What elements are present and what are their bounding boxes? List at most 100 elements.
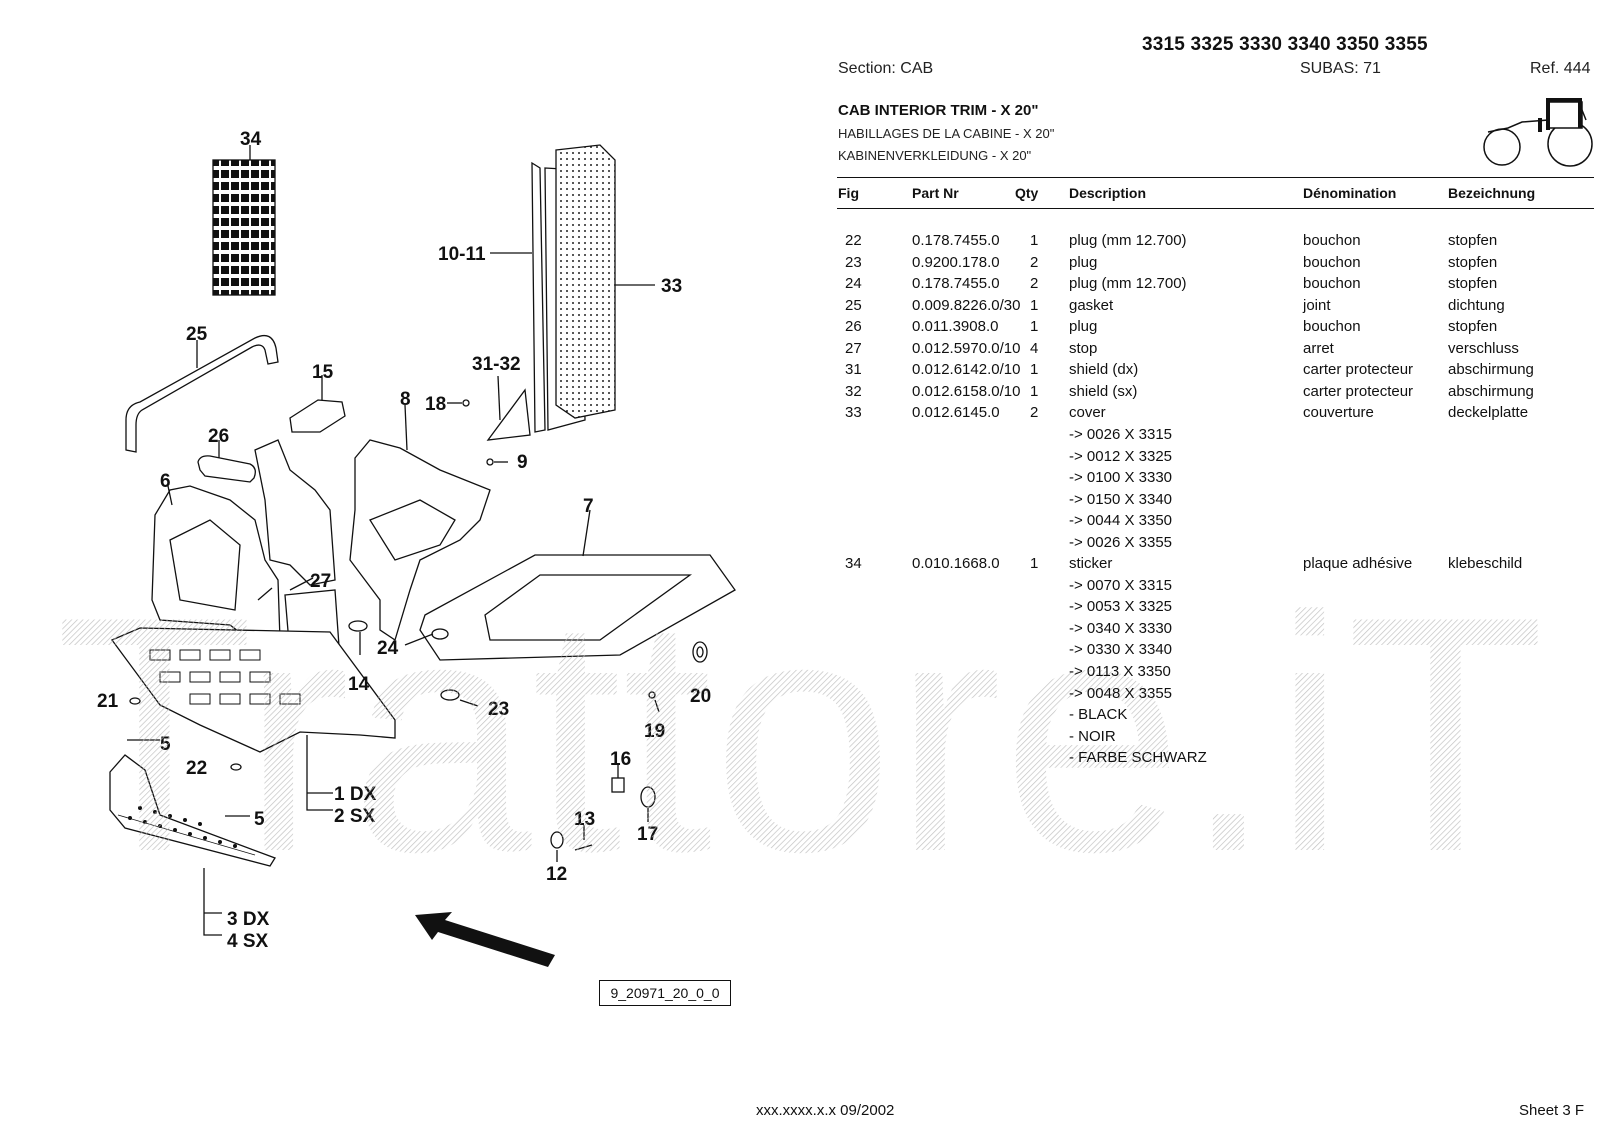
cell-fr: carter protecteur [1303,382,1414,400]
cell-fr: joint [1303,296,1331,314]
callout-20: 20 [690,686,711,707]
callout-31-32: 31-32 [472,354,521,375]
cell-qty: 2 [1030,275,1039,293]
callout-21: 21 [97,691,119,712]
tractor-icon [1483,98,1593,167]
callout-33: 33 [661,276,682,297]
cell-fig: 33 [845,404,862,422]
subas-label: SUBAS: 71 [1300,60,1381,77]
cell-part: 0.178.7455.0 [912,275,1000,293]
cell-desc: -> 0026 X 3315 [1069,425,1173,443]
cell-de: verschluss [1448,339,1519,357]
table-row: -> 0340 X 3330 [0,620,1600,641]
cell-desc: gasket [1069,296,1114,314]
table-row: -> 0053 X 3325 [0,598,1600,619]
cell-fig: 27 [845,339,862,357]
cell-fr: bouchon [1303,232,1361,249]
cell-part: 0.9200.178.0 [912,253,1000,271]
cell-part: 0.012.6142.0/10 [912,361,1021,379]
callout-3dx: 3 DX [227,909,270,930]
cell-fig: 31 [845,361,862,379]
cell-part: 0.012.6158.0/10 [912,382,1021,400]
callout-13: 13 [574,809,595,830]
callout-24: 24 [377,638,399,659]
callout-22: 22 [186,758,207,779]
callout-23: 23 [488,699,509,720]
cell-desc: sticker [1069,555,1113,573]
cell-part: 0.012.6145.0 [912,404,1000,422]
cell-qty: 1 [1030,296,1039,314]
cell-part: 0.178.7455.0 [912,232,1000,249]
exploded-parts-diagram: 34 25 15 26 6 27 8 18 9 10-11 33 31-32 7… [97,129,736,967]
cell-fig: 24 [845,275,862,293]
cell-de: deckelplatte [1448,404,1529,422]
cell-part: 0.012.5970.0/10 [912,339,1021,357]
cell-part: 0.010.1668.0 [912,555,1000,573]
cell-de: klebeschild [1448,555,1523,573]
callout-12: 12 [546,864,567,885]
col-bezeichnung: Bezeichnung [1448,185,1536,201]
ref-label: Ref. 444 [1530,60,1591,77]
table-row: -> 0150 X 3340 [0,491,1600,512]
callout-18: 18 [425,394,446,415]
cell-desc: -> 0330 X 3340 [1069,641,1173,659]
cell-qty: 1 [1030,232,1039,249]
cell-desc: -> 0100 X 3330 [1069,469,1173,487]
table-row: -> 0330 X 3340 [0,641,1600,662]
cell-qty: 1 [1030,318,1039,336]
cell-desc: plug (mm 12.700) [1069,275,1187,293]
callout-7: 7 [583,496,594,517]
table-row: - NOIR [0,728,1600,749]
cell-desc: - NOIR [1069,727,1116,745]
cell-de: stopfen [1448,275,1498,293]
cell-fr: bouchon [1303,275,1361,293]
callout-16: 16 [610,749,631,770]
callout-27: 27 [310,571,331,592]
cell-de: stopfen [1448,232,1498,249]
cell-part: 0.011.3908.0 [912,318,999,336]
table-row: - FARBE SCHWARZ [0,749,1600,770]
callout-15: 15 [312,362,334,383]
cell-qty: 4 [1030,339,1039,357]
cell-part: 0.009.8226.0/30 [912,296,1021,314]
callout-2sx: 2 SX [334,806,376,827]
section-label: Section: CAB [838,60,934,77]
callout-17: 17 [637,824,658,845]
drawing-id: 9_20971_20_0_0 [599,980,731,1006]
callout-4sx: 4 SX [227,931,269,952]
cell-qty: 2 [1030,404,1039,422]
callout-19: 19 [644,721,665,742]
cell-qty: 2 [1030,253,1039,271]
table-row: - BLACK [0,706,1600,727]
table-row: 24 0.178.7455.0 2 plug (mm 12.700) bouchon st… [0,275,1600,296]
header-rule [837,177,1594,178]
table-row: -> 0070 X 3315 [0,577,1600,598]
table-row: -> 0044 X 3350 [0,512,1600,533]
cell-desc: plug (mm 12.700) [1069,232,1187,249]
cell-desc: -> 0340 X 3330 [1069,619,1173,637]
table-row: -> 0048 X 3355 [0,685,1600,706]
table-row: 25 0.009.8226.0/30 1 gasket joint dichtung [0,297,1600,318]
sticker-34 [212,145,276,296]
table-row: 22 0.178.7455.0 1 plug (mm 12.700) bouchon st… [0,232,1600,253]
diagram-callouts: 34 25 15 26 6 27 8 18 9 10-11 33 31-32 7… [97,129,711,952]
col-description: Description [1069,185,1147,201]
cell-de: abschirmung [1448,361,1534,379]
cell-fr: plaque adhésive [1303,555,1413,573]
cell-desc: -> 0070 X 3315 [1069,576,1173,594]
cell-desc: cover [1069,404,1106,422]
callout-10-11: 10-11 [438,244,486,265]
cell-de: dichtung [1448,296,1505,314]
callout-6: 6 [160,471,171,492]
title-french: HABILLAGES DE LA CABINE - X 20" [838,126,1055,141]
cell-qty: 1 [1030,382,1039,400]
cell-desc: - BLACK [1069,706,1128,724]
cell-fig: 26 [845,318,862,336]
cell-fig: 22 [845,232,862,249]
cell-desc: -> 0044 X 3350 [1069,512,1173,530]
cell-fig: 25 [845,296,862,314]
